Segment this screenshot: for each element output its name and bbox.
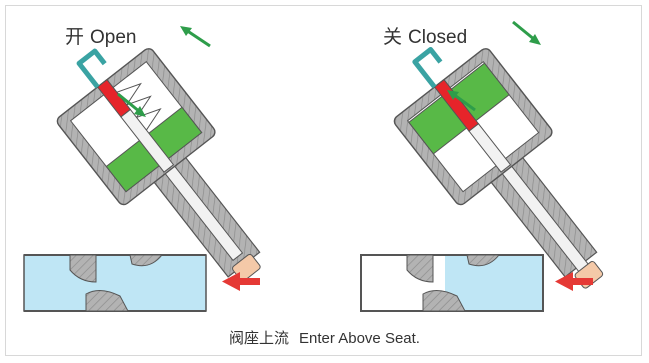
valve-open-drawing [23, 26, 261, 312]
pipe-body [360, 254, 544, 312]
air-arrow-exhaust [447, 90, 476, 112]
flow-arrow [222, 272, 260, 291]
air-arrow-exhaust [180, 26, 211, 48]
valve-closed-drawing [360, 20, 604, 312]
flow-arrow [555, 272, 593, 291]
air-arrow-inlet [117, 92, 146, 117]
diagram-frame [5, 5, 642, 356]
actuator-assembly [56, 48, 261, 282]
air-arrow-inlet [512, 20, 541, 45]
actuator-assembly [393, 46, 604, 289]
pipe-body [23, 254, 207, 312]
